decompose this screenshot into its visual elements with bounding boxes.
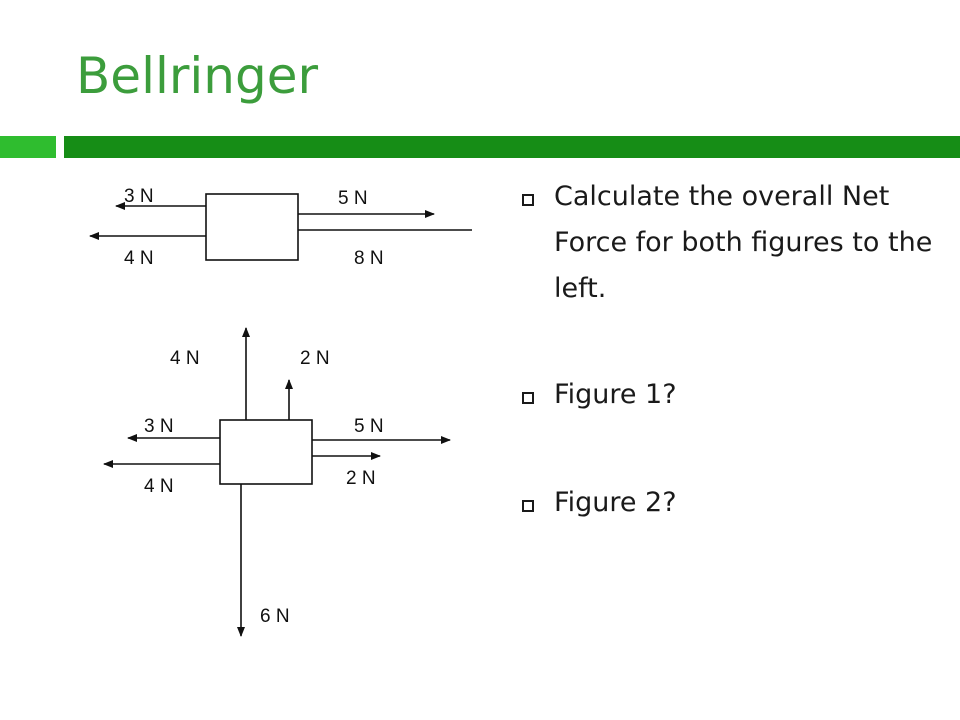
figure-1-label-right-top: 5 N [338, 188, 368, 209]
figure-2-box [219, 419, 313, 485]
figure-2-label-right-bottom: 2 N [346, 468, 376, 489]
bullet-item: Figure 2? [522, 480, 942, 526]
bullet-text: Calculate the overall Net Force for both… [554, 181, 933, 304]
figure-2-label-up-right: 2 N [300, 348, 330, 369]
figure-2: 4 N 2 N 3 N 4 N 5 N 2 N 6 N [103, 327, 451, 637]
accent-bar-right [64, 136, 960, 158]
bullet-text: Figure 2? [554, 487, 677, 518]
force-diagrams-svg: 3 N 4 N 5 N 8 N 4 N 2 N 3 N 4 N 5 N 2 N … [89, 186, 472, 637]
figure-1-box [205, 193, 299, 261]
accent-bar-left [0, 136, 56, 158]
force-diagrams: 3 N 4 N 5 N 8 N 4 N 2 N 3 N 4 N 5 N 2 N … [60, 170, 490, 660]
figure-2-label-left-bottom: 4 N [144, 476, 174, 497]
bullet-item: Calculate the overall Net Force for both… [522, 174, 942, 312]
square-bullet-icon [522, 500, 534, 512]
square-bullet-icon [522, 392, 534, 404]
figure-1-label-right-bottom: 8 N [354, 248, 384, 269]
figure-2-label-up-left: 4 N [170, 348, 200, 369]
bullet-text: Figure 1? [554, 379, 677, 410]
figure-1-label-left-top: 3 N [124, 186, 154, 207]
figure-2-label-left-top: 3 N [144, 416, 174, 437]
figure-1: 3 N 4 N 5 N 8 N [89, 186, 472, 269]
bullet-item: Figure 1? [522, 372, 942, 418]
bullet-list: Calculate the overall Net Force for both… [522, 174, 942, 526]
slide-title: Bellringer [76, 47, 319, 105]
figure-2-label-right-top: 5 N [354, 416, 384, 437]
figure-2-label-down: 6 N [260, 606, 290, 627]
square-bullet-icon [522, 194, 534, 206]
figure-1-label-left-bottom: 4 N [124, 248, 154, 269]
